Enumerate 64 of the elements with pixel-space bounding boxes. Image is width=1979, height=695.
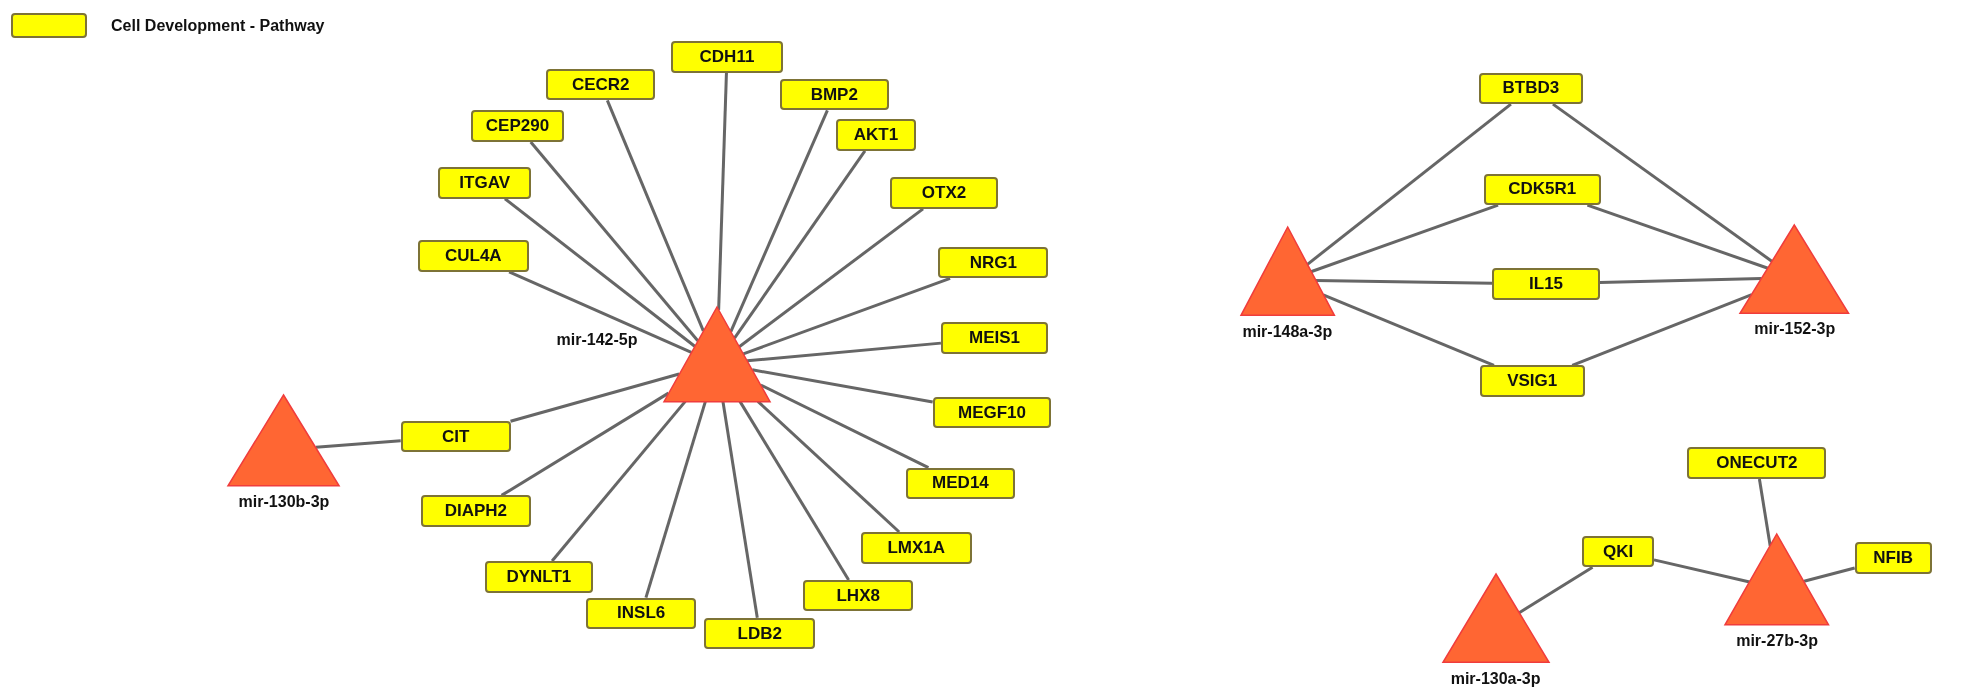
connector-line	[1518, 566, 1594, 615]
connector-line	[315, 439, 401, 449]
gene-box: ONECUT2	[1687, 447, 1827, 479]
gene-box: LHX8	[803, 579, 914, 612]
gene-box: CDH11	[671, 41, 783, 73]
gene-box: OTX2	[889, 177, 999, 209]
gene-box: MEIS1	[940, 322, 1049, 354]
connector-line	[760, 383, 930, 469]
connector-line	[1306, 102, 1512, 266]
connector-line	[1599, 277, 1762, 285]
gene-box: MED14	[905, 467, 1016, 500]
gene-box: IL15	[1492, 268, 1600, 300]
gene-box: INSL6	[586, 597, 697, 630]
node-label: mir-130b-3p	[238, 493, 330, 512]
connector-line	[1552, 102, 1773, 263]
connector-line	[756, 400, 901, 534]
gene-box: LMX1A	[860, 531, 972, 564]
gene-box: NRG1	[938, 246, 1049, 279]
node-label: mir-27b-3p	[1736, 631, 1818, 650]
connector-line	[738, 207, 924, 348]
connector-line	[644, 400, 707, 599]
connector-line	[1757, 478, 1772, 547]
gene-box: CECR2	[546, 68, 655, 101]
gene-box: LDB2	[704, 617, 816, 650]
connector-line	[721, 401, 759, 619]
connector-line	[550, 400, 687, 562]
node-label: mir-152-3p	[1754, 320, 1836, 339]
node-label: mir-148a-3p	[1242, 322, 1333, 341]
node-label: mir-130a-3p	[1450, 669, 1541, 688]
connector-line	[1310, 203, 1499, 274]
connector-line	[605, 99, 705, 332]
gene-box: BMP2	[780, 78, 889, 111]
connector-line	[733, 149, 867, 340]
connector-line	[717, 72, 728, 310]
gene-box: DIAPH2	[420, 495, 531, 527]
connector-line	[529, 141, 699, 342]
connector-line	[1315, 279, 1493, 285]
gene-box: VSIG1	[1479, 365, 1585, 397]
connector-line	[510, 372, 680, 423]
connector-line	[500, 391, 670, 497]
connector-line	[1803, 566, 1856, 583]
connector-line	[747, 341, 942, 363]
gene-box: CEP290	[470, 110, 565, 142]
connector-line	[1653, 558, 1750, 584]
gene-box: AKT1	[835, 119, 917, 151]
gene-box: NFIB	[1854, 542, 1932, 574]
connector-line	[742, 276, 951, 356]
gene-box: CUL4A	[417, 240, 529, 272]
connector-line	[1322, 293, 1495, 367]
connector-line	[1571, 293, 1753, 367]
connector-line	[1586, 203, 1769, 270]
gene-box: ITGAV	[437, 167, 532, 199]
legend-label: Cell Development - Pathway	[111, 16, 325, 35]
gene-box: BTBD3	[1478, 72, 1584, 105]
gene-box: MEGF10	[932, 396, 1052, 429]
connector-line	[508, 270, 692, 354]
gene-box: QKI	[1582, 535, 1654, 568]
connector-line	[738, 400, 850, 581]
node-label: mir-142-5p	[556, 330, 638, 349]
gene-box: DYNLT1	[484, 561, 594, 593]
connector-line	[729, 109, 829, 333]
gene-box: CIT	[400, 420, 511, 453]
connector-line	[504, 197, 696, 348]
gene-box: CDK5R1	[1483, 173, 1601, 206]
